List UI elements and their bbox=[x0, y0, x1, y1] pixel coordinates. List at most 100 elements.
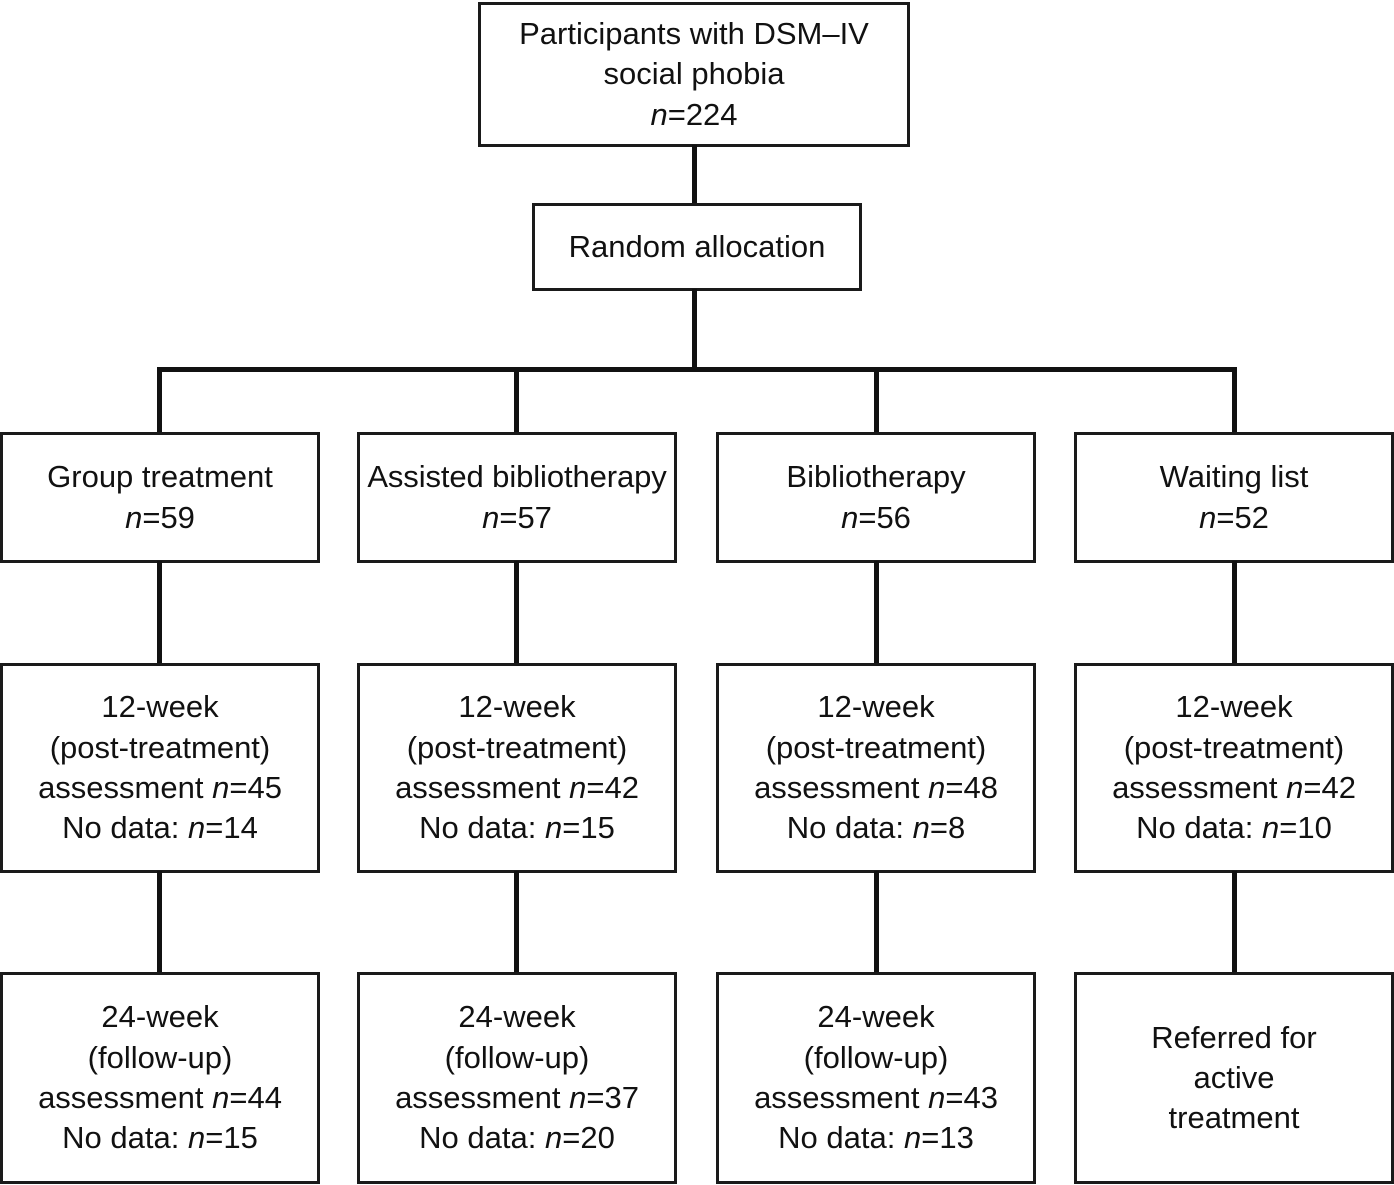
node-arm-assisted-bibliotherapy: Assisted bibliotherapy n=57 bbox=[357, 432, 677, 563]
node-week12-waiting-list: 12-week (post-treatment) assessment n=42… bbox=[1074, 663, 1394, 873]
week24-1-nodata-line: No data: n=15 bbox=[62, 1118, 258, 1158]
week24-3-qualifier: (follow-up) bbox=[803, 1039, 949, 1075]
arm-3-n-sep: = bbox=[858, 499, 877, 535]
node-week12-bibliotherapy: 12-week (post-treatment) assessment n=48… bbox=[716, 663, 1036, 873]
week12-1-assessment-line: assessment n=45 bbox=[38, 768, 282, 808]
connector-random-to-bus bbox=[692, 289, 697, 371]
week24-1-nodata-n: 15 bbox=[223, 1120, 258, 1156]
week12-1-assessment-label: assessment bbox=[38, 770, 204, 805]
week24-2-nodata-n-label: n bbox=[544, 1120, 563, 1156]
week12-1-nodata-label: No data: bbox=[62, 810, 180, 846]
root-line-1: Participants with DSM–IV bbox=[519, 16, 869, 52]
week12-1-n-sep: = bbox=[229, 770, 248, 805]
week24-2-qualifier: (follow-up) bbox=[444, 1039, 590, 1075]
referral-line-3: treatment bbox=[1168, 1100, 1300, 1136]
week24-2-nodata-line: No data: n=20 bbox=[419, 1118, 615, 1158]
week24-3-nodata-label: No data: bbox=[778, 1120, 896, 1156]
week12-1-qualifier: (post-treatment) bbox=[49, 729, 271, 765]
arm-4-name: Waiting list bbox=[1159, 459, 1309, 495]
week24-2-timepoint: 24-week bbox=[458, 999, 576, 1035]
node-week12-group-treatment: 12-week (post-treatment) assessment n=45… bbox=[0, 663, 320, 873]
week12-3-n-label: n bbox=[928, 770, 946, 805]
referral-line-2: active bbox=[1193, 1059, 1275, 1095]
arm-1-n-label: n bbox=[125, 499, 143, 535]
week12-3-timepoint: 12-week bbox=[817, 689, 935, 725]
week24-1-assessment-line: assessment n=44 bbox=[38, 1078, 282, 1118]
root-n-label: n bbox=[650, 96, 668, 132]
week12-2-n-sep: = bbox=[586, 770, 605, 805]
week24-1-n-sep: = bbox=[229, 1080, 248, 1115]
connector-arm-3-to-week12 bbox=[874, 561, 879, 665]
arm-2-name: Assisted bibliotherapy bbox=[367, 459, 667, 495]
week24-3-assessment-line: assessment n=43 bbox=[754, 1078, 998, 1118]
random-allocation-label: Random allocation bbox=[568, 228, 826, 264]
week12-4-nodata-n-sep: = bbox=[1279, 810, 1298, 846]
week12-2-n-label: n bbox=[569, 770, 587, 805]
node-week24-bibliotherapy: 24-week (follow-up) assessment n=43 No d… bbox=[716, 972, 1036, 1184]
week12-4-nodata-n: 10 bbox=[1297, 810, 1332, 846]
arm-2-n-line: n=57 bbox=[482, 498, 552, 538]
week12-1-nodata-n: 14 bbox=[223, 810, 258, 846]
arm-3-n-value: 56 bbox=[876, 499, 911, 535]
week24-2-n-sep: = bbox=[586, 1080, 605, 1115]
arm-4-n-value: 52 bbox=[1234, 499, 1269, 535]
week24-3-nodata-n-sep: = bbox=[921, 1120, 940, 1156]
root-n-sep: = bbox=[667, 96, 686, 132]
week24-1-n-label: n bbox=[212, 1080, 230, 1115]
week12-2-nodata-n-label: n bbox=[544, 810, 563, 846]
week24-3-nodata-n-label: n bbox=[903, 1120, 922, 1156]
week12-2-nodata-n-sep: = bbox=[562, 810, 581, 846]
week24-2-n-label: n bbox=[569, 1080, 587, 1115]
root-n-value: 224 bbox=[685, 96, 738, 132]
week12-3-nodata-line: No data: n=8 bbox=[787, 808, 965, 848]
node-random-allocation: Random allocation bbox=[532, 203, 862, 291]
week12-1-timepoint: 12-week bbox=[101, 689, 219, 725]
arm-3-n-line: n=56 bbox=[841, 498, 911, 538]
week24-1-qualifier: (follow-up) bbox=[87, 1039, 233, 1075]
connector-arm-1-to-week12 bbox=[157, 561, 162, 665]
week12-3-assessment-n: 48 bbox=[963, 770, 998, 805]
week24-2-nodata-n: 20 bbox=[580, 1120, 615, 1156]
root-n-line: n=224 bbox=[650, 95, 737, 135]
week12-3-assessment-line: assessment n=48 bbox=[754, 768, 998, 808]
node-participants-root: Participants with DSM–IV social phobia n… bbox=[478, 2, 910, 147]
week12-4-nodata-label: No data: bbox=[1136, 810, 1254, 846]
week12-2-nodata-label: No data: bbox=[419, 810, 537, 846]
week12-3-qualifier: (post-treatment) bbox=[765, 729, 987, 765]
connector-bus-to-arm-2 bbox=[514, 367, 519, 434]
week12-2-assessment-line: assessment n=42 bbox=[395, 768, 639, 808]
week24-3-nodata-n: 13 bbox=[939, 1120, 974, 1156]
arm-3-n-label: n bbox=[841, 499, 859, 535]
node-week24-group-treatment: 24-week (follow-up) assessment n=44 No d… bbox=[0, 972, 320, 1184]
week24-3-timepoint: 24-week bbox=[817, 999, 935, 1035]
week12-4-assessment-n: 42 bbox=[1321, 770, 1356, 805]
node-arm-group-treatment: Group treatment n=59 bbox=[0, 432, 320, 563]
connector-week12-1-to-week24 bbox=[157, 871, 162, 974]
week24-3-assessment-n: 43 bbox=[963, 1080, 998, 1115]
week12-1-nodata-line: No data: n=14 bbox=[62, 808, 258, 848]
arm-4-n-label: n bbox=[1199, 499, 1217, 535]
week12-1-n-label: n bbox=[212, 770, 230, 805]
week12-4-n-label: n bbox=[1286, 770, 1304, 805]
week12-4-n-sep: = bbox=[1303, 770, 1322, 805]
week12-4-timepoint: 12-week bbox=[1175, 689, 1293, 725]
week24-1-assessment-n: 44 bbox=[247, 1080, 282, 1115]
week24-1-nodata-n-sep: = bbox=[205, 1120, 224, 1156]
arm-1-n-line: n=59 bbox=[125, 498, 195, 538]
connector-allocation-bus bbox=[157, 367, 1237, 372]
week12-3-nodata-label: No data: bbox=[786, 810, 904, 846]
week12-4-assessment-label: assessment bbox=[1112, 770, 1278, 805]
arm-4-n-sep: = bbox=[1216, 499, 1235, 535]
arm-2-n-value: 57 bbox=[517, 499, 552, 535]
week12-1-assessment-n: 45 bbox=[247, 770, 282, 805]
arm-2-n-label: n bbox=[482, 499, 500, 535]
week12-1-nodata-n-label: n bbox=[187, 810, 206, 846]
root-line-2: social phobia bbox=[603, 56, 785, 92]
week24-2-assessment-line: assessment n=37 bbox=[395, 1078, 639, 1118]
week24-2-nodata-label: No data: bbox=[419, 1120, 537, 1156]
week24-3-nodata-line: No data: n=13 bbox=[778, 1118, 974, 1158]
week24-3-n-label: n bbox=[928, 1080, 946, 1115]
connector-week12-4-to-referral bbox=[1232, 871, 1237, 974]
referral-line-1: Referred for bbox=[1151, 1019, 1317, 1055]
